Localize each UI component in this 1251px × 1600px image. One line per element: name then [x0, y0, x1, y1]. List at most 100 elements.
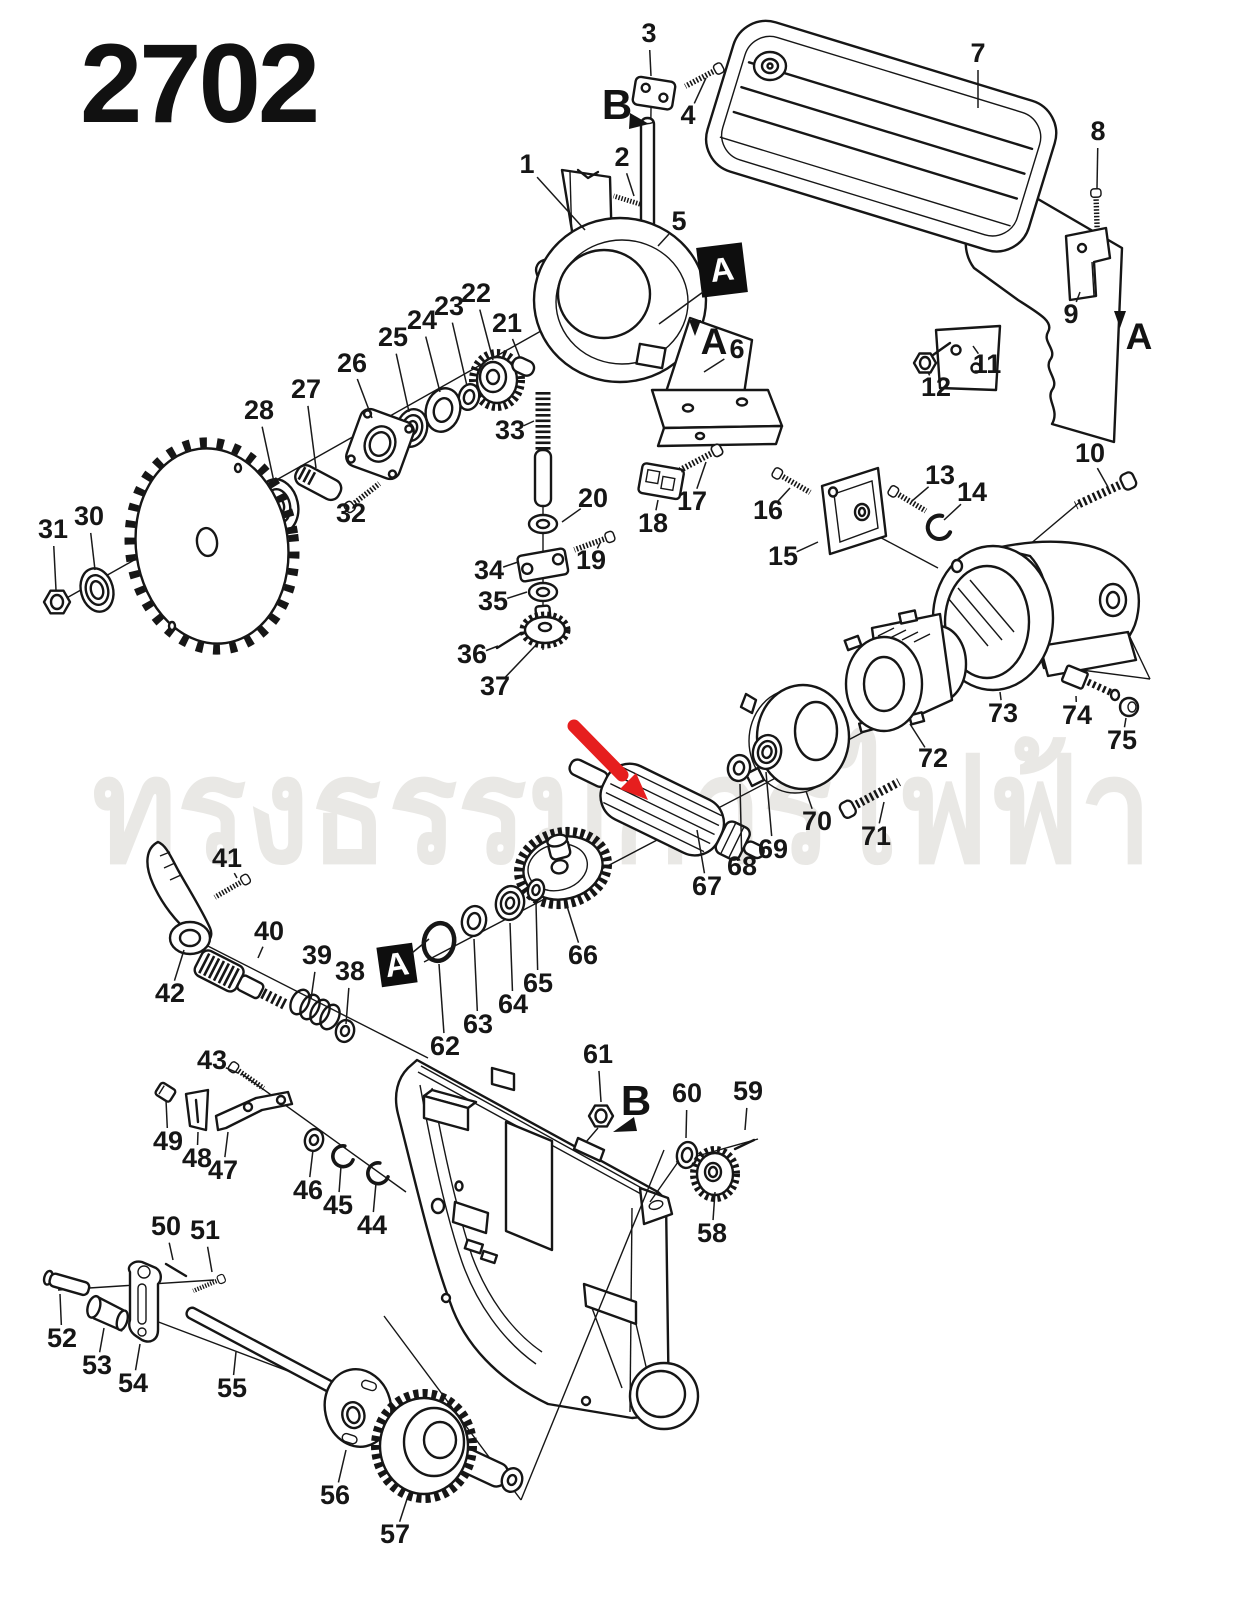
part-label-17: 17 — [677, 486, 707, 516]
part-label-5: 5 — [671, 206, 686, 236]
part-42-lever — [146, 840, 213, 956]
part-label-43: 43 — [197, 1045, 227, 1075]
part-label-16: 16 — [753, 495, 783, 525]
part-label-12: 12 — [921, 372, 951, 402]
part-72-stator — [843, 609, 968, 734]
part-label-65: 65 — [523, 968, 553, 998]
leader-line-21 — [511, 338, 521, 359]
marker-leader-line — [658, 291, 704, 325]
leader-line-49 — [165, 1099, 169, 1129]
highlight-arrow — [567, 719, 648, 800]
leader-line-28 — [261, 426, 275, 483]
part-label-42: 42 — [155, 978, 185, 1008]
part-label-70: 70 — [802, 806, 832, 836]
part-57-knob — [371, 1389, 524, 1503]
leader-line-57 — [398, 1495, 409, 1522]
part-label-30: 30 — [74, 501, 104, 531]
leader-line-64 — [509, 922, 514, 992]
part-label-61: 61 — [583, 1039, 613, 1069]
part-75-brush-cap — [1118, 696, 1140, 718]
part-label-60: 60 — [672, 1078, 702, 1108]
part-31-hex-nut — [42, 589, 72, 615]
part-label-44: 44 — [357, 1210, 387, 1240]
leader-line-5 — [657, 233, 670, 247]
leader-line-45 — [338, 1165, 342, 1193]
leader-line-53 — [98, 1327, 105, 1353]
leader-line-12 — [927, 371, 931, 376]
part-30-outer-flange — [79, 567, 115, 613]
part-4-screw — [683, 62, 725, 91]
leader-line-6 — [703, 358, 725, 373]
part-8-screw — [1091, 189, 1103, 230]
part-label-74: 74 — [1062, 700, 1092, 730]
part-7-blade-guard — [704, 19, 1058, 253]
part-label-28: 28 — [244, 395, 274, 425]
part-label-2: 2 — [614, 142, 629, 172]
view-marker-letter: A — [701, 321, 728, 362]
part-74-carbon-brush — [1060, 664, 1121, 702]
part-label-38: 38 — [335, 956, 365, 986]
part-label-20: 20 — [578, 483, 608, 513]
part-6-blade-case-arm — [532, 216, 784, 448]
part-label-52: 52 — [47, 1323, 77, 1353]
part-59-pin — [733, 1138, 756, 1151]
part-label-9: 9 — [1063, 299, 1078, 329]
leader-line-66 — [565, 902, 580, 943]
part-43-screw — [227, 1061, 266, 1093]
leader-line-20 — [561, 508, 582, 523]
leader-line-70 — [805, 790, 813, 810]
leader-line-63 — [473, 938, 479, 1012]
leader-line-8 — [1096, 147, 1099, 189]
leader-line-26 — [356, 378, 373, 419]
leader-line-17 — [696, 461, 707, 490]
leader-line-73 — [999, 691, 1002, 701]
leader-line-55 — [232, 1351, 237, 1376]
leader-lines — [53, 49, 1127, 1522]
view-marker-letter: B — [621, 1077, 651, 1124]
part-label-64: 64 — [498, 989, 528, 1019]
leader-line-23 — [451, 322, 468, 387]
view-marker-letter: A — [1126, 316, 1153, 357]
part-15-frame — [820, 466, 888, 556]
leader-line-16 — [777, 487, 791, 502]
part-label-73: 73 — [988, 698, 1018, 728]
part-label-19: 19 — [576, 545, 606, 575]
part-label-35: 35 — [478, 586, 508, 616]
part-label-15: 15 — [768, 541, 798, 571]
part-label-1: 1 — [519, 149, 534, 179]
leader-line-62 — [438, 963, 445, 1034]
part-label-11: 11 — [973, 349, 1002, 379]
section-marker-letter: A — [383, 944, 412, 984]
part-33-worm-shaft — [533, 392, 553, 508]
leader-line-31 — [53, 545, 57, 591]
leader-line-36 — [485, 645, 499, 652]
leader-line-54 — [134, 1343, 141, 1371]
part-label-50: 50 — [151, 1211, 181, 1241]
part-label-8: 8 — [1090, 116, 1105, 146]
part-label-21: 21 — [492, 308, 522, 338]
leader-line-60 — [685, 1109, 688, 1139]
part-65-washer — [526, 878, 546, 902]
leader-line-40 — [257, 946, 264, 959]
part-label-32: 32 — [336, 498, 366, 528]
part-24-washer — [424, 387, 462, 433]
part-55-rod — [185, 1306, 336, 1393]
part-label-24: 24 — [407, 305, 437, 335]
leader-line-14 — [943, 503, 962, 521]
part-3-stopper — [631, 75, 677, 111]
part-49-setscrew — [154, 1081, 177, 1103]
leader-line-1 — [536, 176, 586, 231]
part-label-46: 46 — [293, 1175, 323, 1205]
part-36-pin — [495, 631, 523, 650]
part-label-3: 3 — [641, 18, 656, 48]
part-label-13: 13 — [925, 460, 955, 490]
part-label-36: 36 — [457, 639, 487, 669]
part-label-51: 51 — [190, 1215, 220, 1245]
part-53-knob-cone — [86, 1294, 130, 1332]
part-label-53: 53 — [82, 1350, 112, 1380]
part-label-67: 67 — [692, 871, 722, 901]
part-47-bracket — [214, 1090, 294, 1132]
part-21-pin — [511, 356, 536, 377]
leader-line-75 — [1123, 717, 1127, 728]
leader-line-61 — [598, 1070, 602, 1103]
